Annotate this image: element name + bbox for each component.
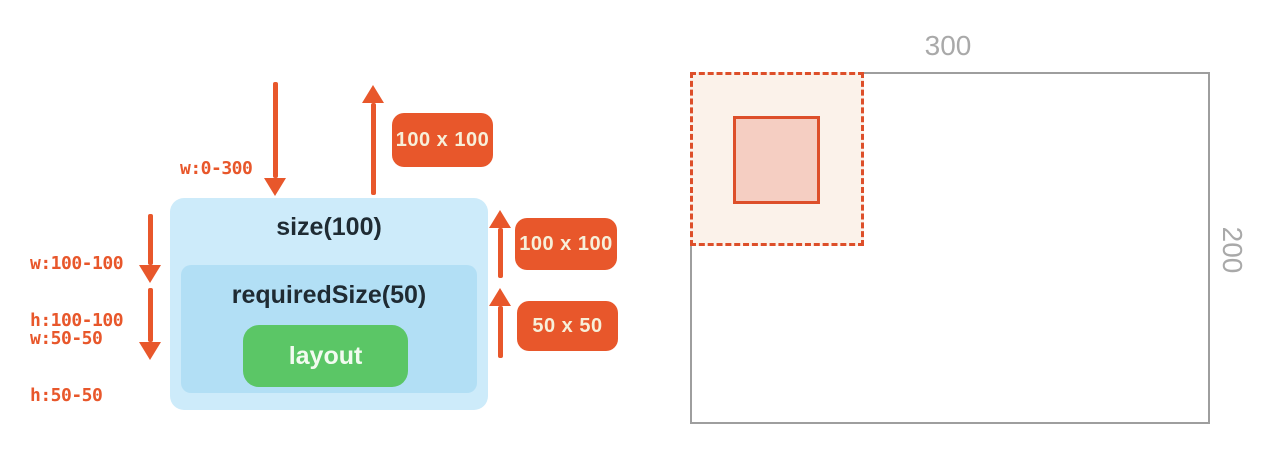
arrow-head: [139, 265, 161, 283]
root-constraints-width: w:0-300: [180, 158, 253, 179]
arrow-shaft: [272, 82, 278, 178]
size-reported-size-up-arrow: [489, 210, 511, 278]
layout-node-box: layout: [243, 325, 408, 387]
size-reported-size-badge: 100 x 100: [515, 218, 617, 270]
arrow-shaft: [497, 306, 503, 358]
size-modifier-label: size(100): [276, 213, 382, 241]
arrow-head: [362, 85, 384, 103]
root-reported-size-up-arrow: [362, 85, 384, 195]
required-size-reported-size-badge: 50 x 50: [517, 301, 618, 351]
required-size-modifier-box: requiredSize(50) layout: [181, 265, 477, 393]
arrow-shaft: [497, 228, 503, 278]
required-size-constraints-width: w:50-50: [30, 328, 103, 349]
root-constraints-down-arrow: [264, 82, 286, 196]
root-reported-size-badge: 100 x 100: [392, 113, 493, 167]
arrow-shaft: [370, 103, 376, 195]
required-size-constraints-down-arrow: [139, 288, 161, 360]
parent-height-label: 200: [1217, 226, 1248, 274]
arrow-shaft: [147, 214, 153, 265]
size-modifier-constraints-label: w:100-100 h:100-100: [30, 216, 124, 368]
arrow-head: [489, 210, 511, 228]
layout-node-label: layout: [288, 341, 363, 370]
arrow-head: [264, 178, 286, 196]
required-size-modifier-label: requiredSize(50): [231, 281, 427, 309]
size-constraints-width: w:100-100: [30, 253, 124, 274]
arrow-head: [489, 288, 511, 306]
arrow-shaft: [147, 288, 153, 342]
arrow-head: [139, 342, 161, 360]
parent-width-label: 300: [924, 30, 972, 61]
size-modifier-box: size(100) requiredSize(50) layout: [170, 198, 488, 410]
required-size-result-rect: [733, 116, 820, 204]
size-constraints-height: h:100-100: [30, 310, 124, 331]
required-size-constraints-height: h:50-50: [30, 385, 103, 406]
size-constraints-down-arrow: [139, 214, 161, 283]
required-size-reported-size-up-arrow: [489, 288, 511, 358]
required-size-constraints-label: w:50-50 h:50-50: [30, 291, 103, 443]
